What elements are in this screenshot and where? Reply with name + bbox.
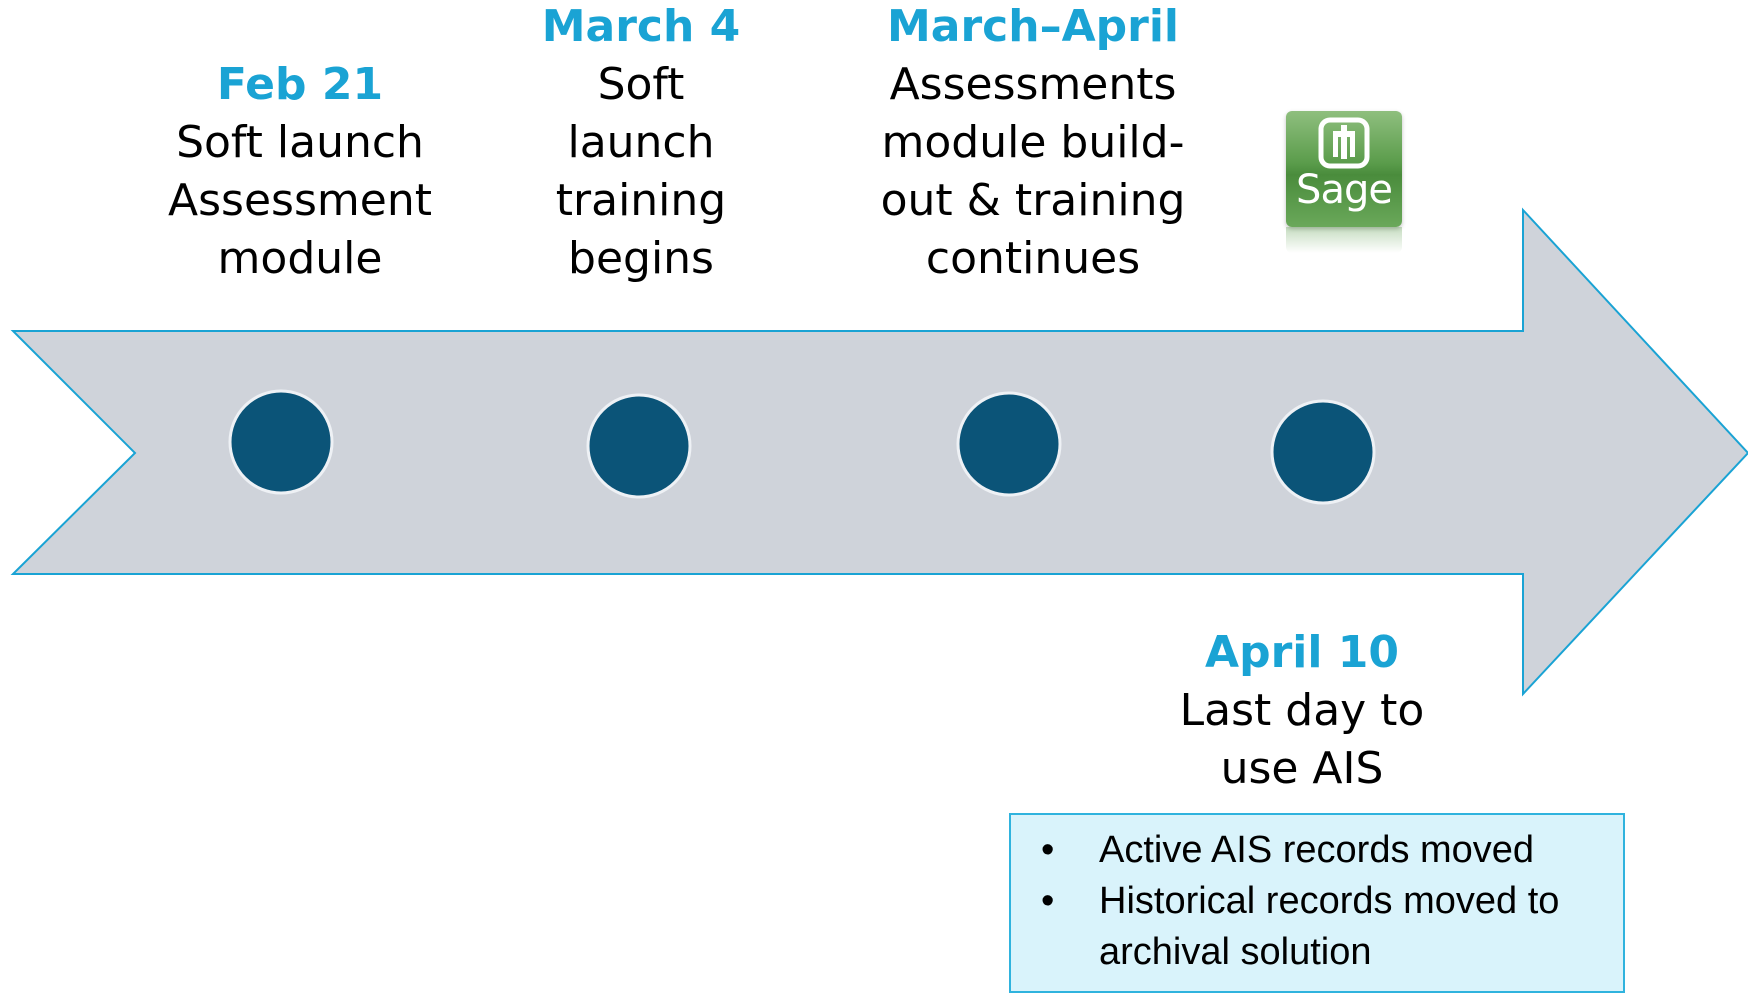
milestone-dot-march-4 xyxy=(586,393,692,499)
milestone-date: Feb 21 xyxy=(216,59,384,110)
milestone-label-april-10: April 10 Last day to use AIS xyxy=(1142,624,1462,798)
milestone-dot-feb-21 xyxy=(228,389,334,495)
timeline-arrow xyxy=(10,207,1748,697)
milestone-dot-march-april xyxy=(956,391,1062,497)
sage-logo-reflection xyxy=(1286,227,1402,253)
list-item: • Historical records moved to archival s… xyxy=(1031,876,1603,978)
milestone-description: Soft launch Assessment module xyxy=(168,117,432,284)
note-text: Historical records moved to archival sol… xyxy=(1099,880,1560,973)
notes-box: • Active AIS records moved • Historical … xyxy=(1009,813,1625,993)
milestone-label-march-4: March 4 Soft launch training begins xyxy=(511,0,771,288)
bullet: • xyxy=(1041,880,1055,922)
milestone-description: Assessments module build- out & training… xyxy=(880,59,1186,284)
list-item: • Active AIS records moved xyxy=(1031,825,1603,876)
sage-emblem-icon xyxy=(1318,117,1370,169)
milestone-date: March 4 xyxy=(541,1,741,52)
notes-list: • Active AIS records moved • Historical … xyxy=(1011,815,1623,978)
bullet: • xyxy=(1041,829,1055,871)
sage-logo: Sage xyxy=(1286,111,1402,227)
milestone-date: April 10 xyxy=(1205,627,1399,678)
milestone-label-march-april: March–April Assessments module build- ou… xyxy=(853,0,1213,288)
milestone-description: Soft launch training begins xyxy=(555,59,727,284)
note-text: Active AIS records moved xyxy=(1099,829,1535,871)
milestone-label-feb-21: Feb 21 Soft launch Assessment module xyxy=(150,56,450,288)
sage-logo-text: Sage xyxy=(1296,167,1393,213)
milestone-description: Last day to use AIS xyxy=(1179,685,1425,794)
milestone-date: March–April xyxy=(887,1,1179,52)
milestone-dot-april-10 xyxy=(1270,399,1376,505)
